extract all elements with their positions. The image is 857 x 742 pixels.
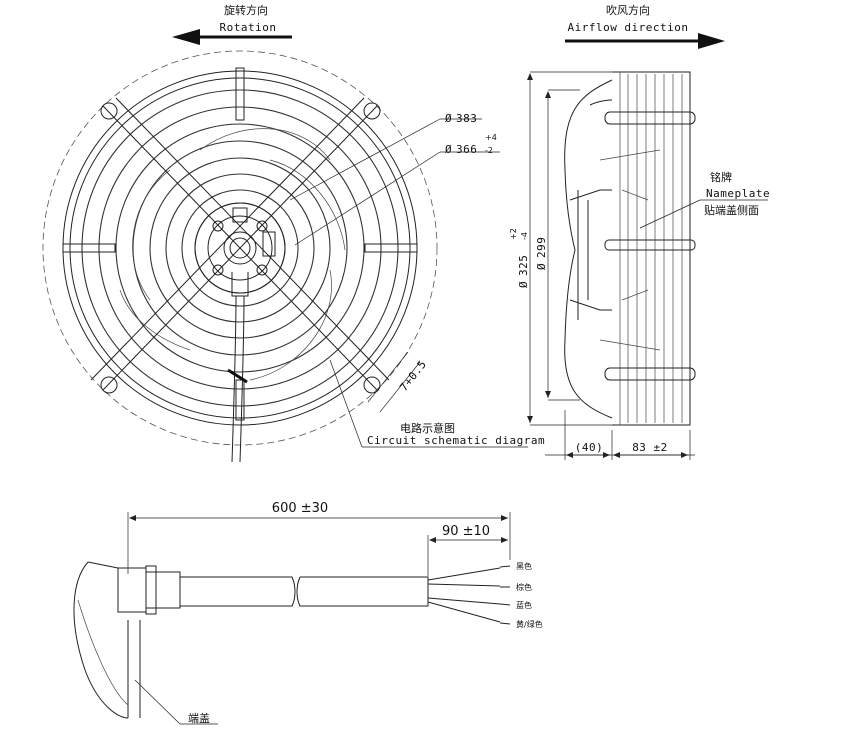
- end-cap-label: 端盖: [188, 711, 210, 725]
- dim-dia-299-symbol: Ø: [535, 263, 548, 270]
- dim-dia-325-value: 325: [517, 255, 530, 276]
- dim-dia-325-tol-upper: +2: [509, 228, 518, 240]
- dim-dia-366-symbol: Ø: [445, 143, 452, 156]
- ring-inner: [69, 77, 411, 419]
- circuit-label-cn: 电路示意图: [400, 421, 455, 435]
- wire-label-3: 蓝色: [516, 600, 532, 610]
- outer-dashed-circle: [42, 50, 438, 446]
- dim-dia-383: Ø: [445, 112, 452, 125]
- rotation-label-cn: 旋转方向: [224, 3, 268, 17]
- dim-dia-299-value: 299: [535, 237, 548, 258]
- motor-hub: [194, 202, 286, 297]
- dim-depth-total: 83 ±2: [632, 441, 668, 454]
- rotation-label-en: Rotation: [220, 21, 277, 34]
- nameplate-label-en: Nameplate: [706, 187, 770, 200]
- dim-strip-length: 90 ±10: [442, 524, 490, 539]
- dim-cable-length: 600 ±30: [272, 501, 328, 516]
- dim-dia-366-value: 366: [456, 143, 477, 156]
- dim-depth-hub: (40): [575, 441, 604, 454]
- nameplate-note-cn: 贴端盖侧面: [704, 203, 759, 217]
- fan-side-view: [564, 71, 696, 426]
- dim-dia-366-tol-upper: +4: [485, 133, 497, 142]
- wire-label-2: 棕色: [516, 582, 532, 592]
- dim-dia-383-value: 383: [456, 112, 477, 125]
- dim-dia-325-tol-lower: -4: [520, 232, 529, 240]
- dim-dia-366-tol-lower: -2: [485, 146, 493, 155]
- dim-hole: 7+0.5: [397, 358, 429, 394]
- airflow-arrow: [565, 33, 725, 49]
- circuit-label-en: Circuit schematic diagram: [367, 434, 545, 447]
- fan-front-view: [42, 50, 438, 463]
- dim-dia-325-symbol: Ø: [517, 281, 530, 288]
- airflow-label-en: Airflow direction: [567, 21, 688, 34]
- cable-detail: [73, 561, 511, 719]
- mounting-cross: [90, 97, 390, 394]
- airflow-label-cn: 吹风方向: [606, 3, 650, 17]
- wire-label-1: 黑色: [516, 561, 532, 571]
- wire-label-4: 黄/绿色: [516, 619, 543, 629]
- nameplate-label-cn: 铭牌: [710, 170, 732, 184]
- rotation-arrow: [172, 29, 292, 45]
